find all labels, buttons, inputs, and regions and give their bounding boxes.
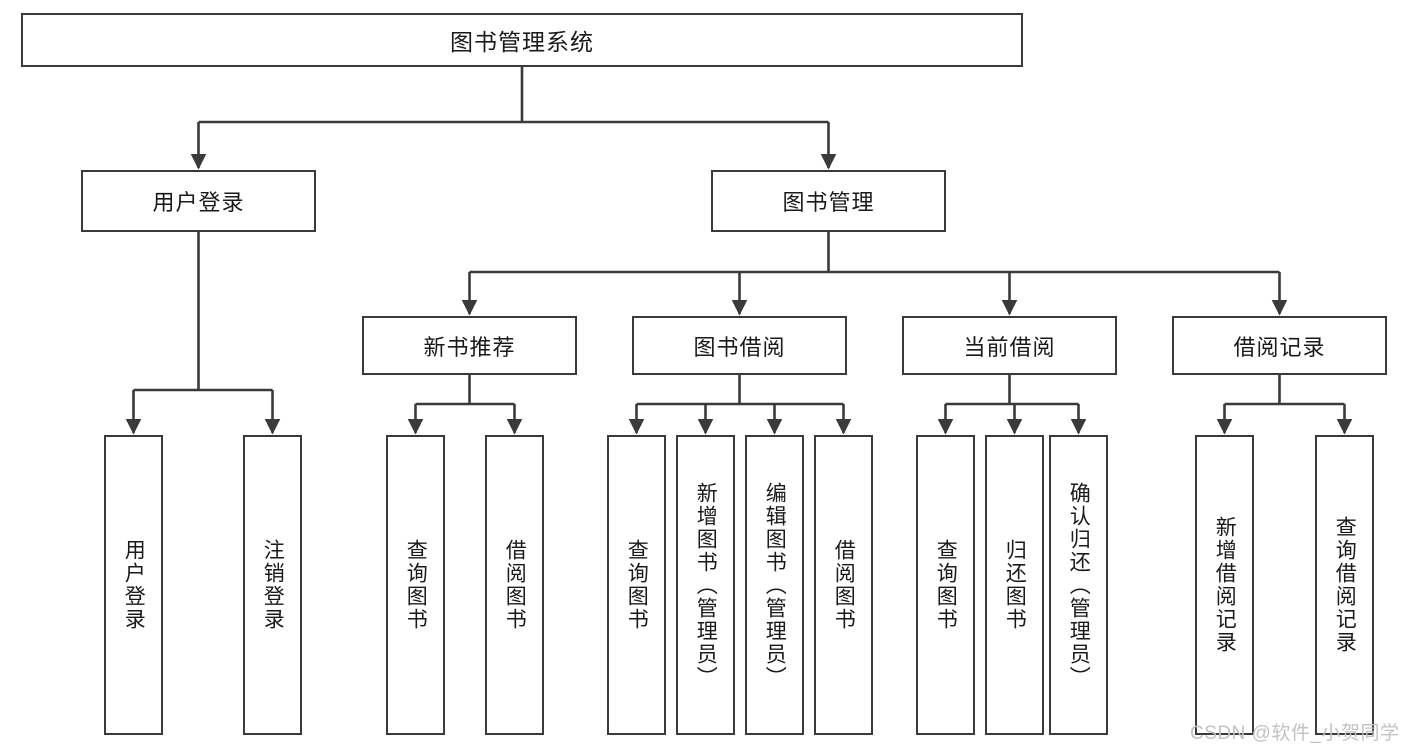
node-label: 借阅记录 — [1233, 334, 1326, 360]
node-label: 查询图书 — [625, 539, 649, 631]
node-label: 确认归还（管理员） — [1067, 481, 1091, 689]
node-leaf-user-logout[interactable]: 注销登录 — [243, 435, 302, 735]
node-label: 图书管理 — [782, 190, 875, 215]
node-label: 图书借阅 — [693, 334, 786, 360]
node-label: 当前借阅 — [963, 334, 1056, 360]
node-leaf-borrow-book-rec[interactable]: 借阅图书 — [485, 435, 544, 735]
node-book-borrow[interactable]: 图书借阅 — [632, 316, 847, 375]
node-leaf-confirm-return[interactable]: 确认归还（管理员） — [1049, 435, 1108, 735]
node-leaf-user-login[interactable]: 用户登录 — [104, 435, 163, 735]
node-label: 归还图书 — [1003, 539, 1027, 631]
node-leaf-borrow-book[interactable]: 借阅图书 — [814, 435, 873, 735]
node-label: 查询图书 — [404, 539, 428, 631]
node-label: 新增借阅记录 — [1213, 516, 1237, 654]
node-label: 用户登录 — [122, 539, 146, 631]
watermark-label: CSDN @软件_小贺同学 — [1190, 723, 1400, 744]
node-borrow-record[interactable]: 借阅记录 — [1172, 316, 1387, 375]
node-root[interactable]: 图书管理系统 — [21, 13, 1023, 67]
node-leaf-query-book-cur[interactable]: 查询图书 — [916, 435, 975, 735]
node-label: 查询借阅记录 — [1333, 516, 1357, 654]
node-label: 新书推荐 — [423, 334, 516, 360]
node-leaf-add-record[interactable]: 新增借阅记录 — [1195, 435, 1254, 735]
node-label: 借阅图书 — [503, 539, 527, 631]
node-label: 注销登录 — [261, 539, 285, 631]
node-label: 查询图书 — [934, 539, 958, 631]
node-user-login[interactable]: 用户登录 — [81, 170, 316, 232]
node-new-book-recommend[interactable]: 新书推荐 — [362, 316, 577, 375]
node-label: 编辑图书（管理员） — [763, 481, 787, 689]
node-leaf-query-book-rec[interactable]: 查询图书 — [386, 435, 445, 735]
node-current-borrow[interactable]: 当前借阅 — [902, 316, 1117, 375]
node-label: 图书管理系统 — [450, 29, 594, 55]
node-leaf-query-record[interactable]: 查询借阅记录 — [1315, 435, 1374, 735]
node-label: 用户登录 — [152, 190, 245, 215]
node-leaf-query-book[interactable]: 查询图书 — [607, 435, 666, 735]
node-leaf-return-book[interactable]: 归还图书 — [985, 435, 1044, 735]
node-leaf-edit-book[interactable]: 编辑图书（管理员） — [745, 435, 804, 735]
node-label: 借阅图书 — [832, 539, 856, 631]
node-label: 新增图书（管理员） — [694, 481, 718, 689]
node-book-manage[interactable]: 图书管理 — [711, 170, 946, 232]
node-leaf-add-book[interactable]: 新增图书（管理员） — [676, 435, 735, 735]
